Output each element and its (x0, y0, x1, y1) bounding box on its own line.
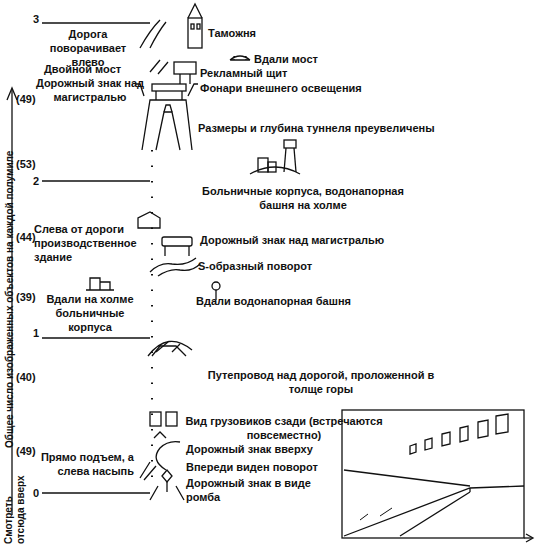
landmark-note: Дорога поворачивает влево (38, 27, 138, 69)
landmark-note: Слева от дороги производственное здание (34, 222, 138, 264)
count-number: (49) (16, 92, 36, 106)
landmark-note: Впереди виден поворот (186, 460, 318, 474)
landmark-note: Вдали на холме больничные корпуса (36, 292, 144, 334)
count-number: (39) (16, 290, 36, 304)
landmark-note: Фонари внешнего освещения (200, 81, 362, 95)
landmark-note: Больничные корпуса, водонапорная башня н… (188, 184, 418, 212)
landmark-note: Вид грузовиков сзади (встречаются повсем… (184, 414, 384, 442)
landmark-note: Таможня (208, 26, 256, 40)
landmark-note: Прямо подъем, а слева насыпь (34, 450, 134, 478)
landmark-note: Вдали мост (254, 52, 318, 66)
axis-title: Общее число изображенных объектов на каж… (3, 151, 17, 448)
mile-number: 3 (33, 12, 39, 26)
landmark-note: Рекламный щит (200, 66, 287, 80)
count-number: (49) (16, 444, 36, 458)
landmark-note: Вдали водонапорная башня (196, 294, 351, 308)
landmark-note: Дорожный знак над магистралью (34, 76, 146, 104)
landmark-note: Двойной мост (44, 62, 121, 76)
landmark-note: Размеры и глубина туннеля преувеличены (198, 121, 435, 135)
mile-number: 1 (33, 326, 39, 340)
mile-number: 2 (33, 174, 39, 188)
axis-note: Смотреть отсюда вверх (3, 460, 27, 544)
count-number: (53) (16, 157, 36, 171)
count-number: (44) (16, 230, 36, 244)
mile-number: 0 (33, 486, 39, 500)
landmark-note: Дорожный знак над магистралью (200, 233, 384, 247)
count-number: (40) (16, 370, 36, 384)
landmark-note: Дорожный знак в виде ромба (186, 476, 336, 504)
landmark-note: S-образный поворот (198, 259, 312, 273)
landmark-note: Дорожный знак вверху (186, 442, 313, 456)
landmark-note: Путепровод над дорогой, проложенной в то… (196, 368, 446, 396)
